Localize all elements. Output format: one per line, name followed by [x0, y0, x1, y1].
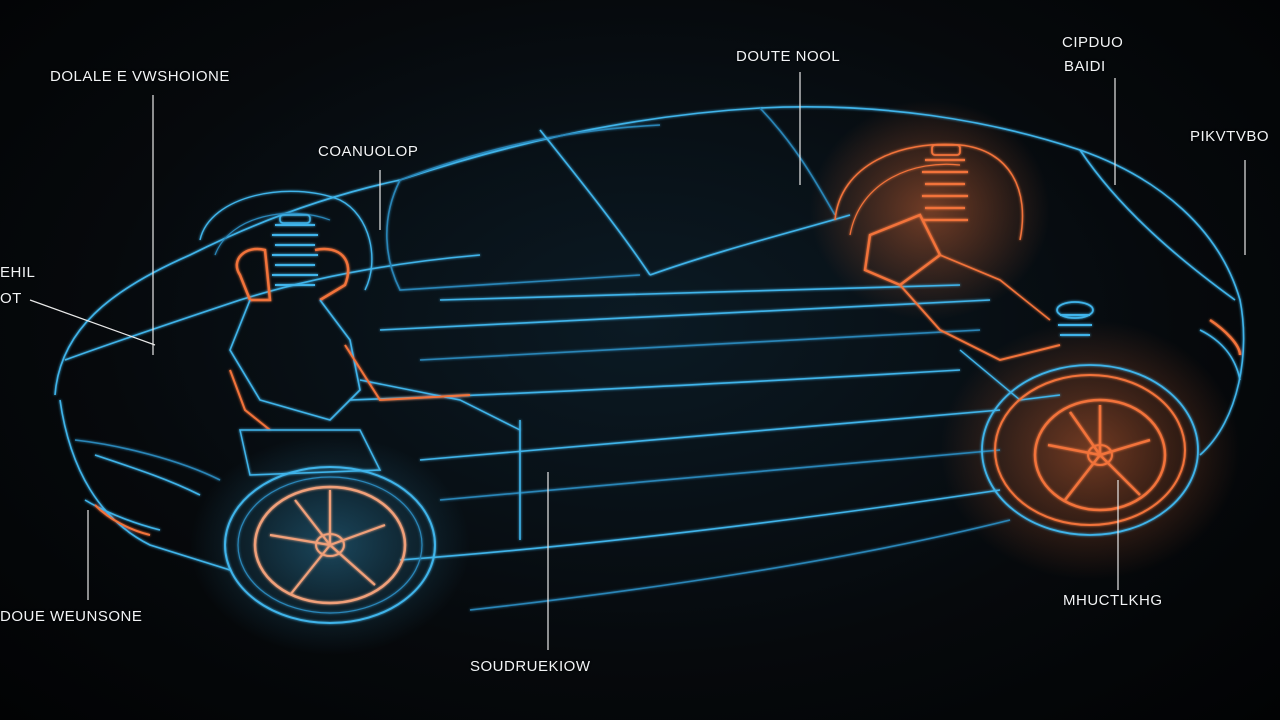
label-top-right-1: CIPDUO: [1062, 34, 1124, 51]
label-top-right-2: BAIDI: [1064, 58, 1106, 75]
front-suspension: [199, 190, 521, 476]
rear-suspension: [834, 143, 1094, 401]
rear-blue-spring-icon: [1056, 301, 1094, 336]
front-wheel-icon: [224, 466, 436, 624]
leader-lines: [29, 72, 1246, 650]
label-bottom-left: DOUE WEUNSONE: [0, 608, 143, 625]
label-right: PIKVTVBO: [1190, 128, 1270, 145]
rear-wheel-icon: [981, 364, 1199, 536]
car-body-wireframe: [54, 106, 1245, 611]
rear-coil-spring-icon: [922, 144, 968, 222]
label-bottom-right: MHUCTLKHG: [1063, 592, 1163, 609]
label-top-center: DOUTE NOOL: [736, 48, 841, 65]
rear-strut-glow: [810, 100, 1050, 320]
label-left-mid-1: EHIL: [0, 264, 36, 281]
label-front-upper: COANUOLOP: [318, 143, 419, 160]
front-coil-spring-icon: [272, 214, 318, 286]
label-top-left: DOLALE E VWSHOIONE: [50, 68, 230, 85]
label-bottom-center: SOUDRUEKIOW: [470, 658, 591, 675]
label-left-mid-2: OT: [0, 290, 22, 307]
